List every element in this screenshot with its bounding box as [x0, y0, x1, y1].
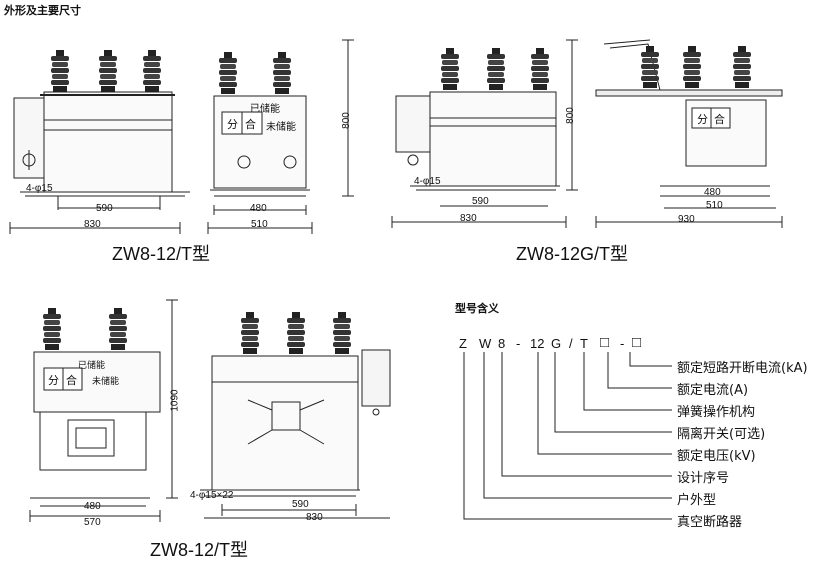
legend-item: 真空断路器: [677, 515, 743, 530]
code-z: Z: [459, 336, 467, 351]
label-top-right: ZW8-12G/T型: [516, 244, 629, 264]
drawing-bottom-front: [29, 299, 178, 522]
dim-830-a: 830: [84, 219, 101, 230]
drawing-zw8-12gt-front: [391, 39, 578, 228]
panel-close-c: 合: [66, 375, 77, 387]
dim-830-b: 830: [460, 213, 477, 224]
drawing-bottom-side: [200, 349, 391, 519]
panel-stored-c: 已储能: [78, 360, 106, 370]
drawing-zw8-12gt-side: [595, 39, 783, 228]
model-legend-lines: [463, 352, 672, 520]
drawing-zw8-12t-side: [207, 39, 354, 234]
legend-item: 弹簧操作机构: [677, 405, 756, 420]
legend-item: 设计序号: [677, 471, 730, 486]
hole-c: 4-φ15×22: [190, 490, 234, 501]
page-title: 外形及主要尺寸: [4, 4, 81, 17]
label-top-left: ZW8-12/T型: [112, 244, 211, 264]
hole-a: 4-φ15: [26, 183, 53, 194]
dim-510-b: 510: [706, 200, 723, 211]
model-title: 型号含义: [455, 302, 499, 315]
dim-590-b: 590: [472, 196, 489, 207]
label-bottom: ZW8-12/T型: [150, 540, 249, 560]
dim-930: 930: [678, 214, 695, 225]
panel-open-c: 分: [48, 375, 59, 387]
dim-590-c: 590: [292, 499, 309, 510]
code-w: W: [479, 336, 492, 351]
dim-480-b: 480: [704, 187, 721, 198]
hole-b: 4-φ15: [414, 176, 441, 187]
legend-item: 额定短路开断电流(kA): [677, 361, 808, 376]
legend-item: 额定电流(A): [677, 383, 749, 398]
dim-800-b: 800: [564, 107, 576, 124]
dim-800-a: 800: [340, 112, 352, 129]
dim-590-a: 590: [96, 203, 113, 214]
code-8: 8: [498, 336, 506, 351]
panel-open-b: 分: [697, 114, 708, 126]
panel-close-b: 合: [714, 114, 725, 126]
code-dash1: -: [516, 336, 521, 351]
code-slash: /: [569, 336, 573, 351]
panel-not-stored-c: 未储能: [92, 376, 120, 386]
dim-1090: 1090: [169, 389, 181, 412]
dim-570: 570: [84, 517, 101, 528]
panel-stored-a: 已储能: [250, 104, 280, 115]
panel-not-stored-a: 未储能: [266, 122, 296, 133]
dim-510-a: 510: [251, 219, 268, 230]
code-dash2: -: [620, 336, 625, 351]
dim-480-a: 480: [250, 203, 267, 214]
legend-item: 户外型: [677, 493, 717, 508]
legend-item: 隔离开关(可选): [677, 427, 766, 442]
dim-480-c: 480: [84, 501, 101, 512]
drawing-zw8-12t-front: [9, 91, 190, 234]
legend-item: 额定电压(kV): [677, 449, 756, 464]
dim-830-c: 830: [306, 512, 323, 523]
panel-close-a: 合: [245, 119, 256, 131]
code-box2: □: [632, 334, 642, 351]
code-box1: □: [600, 334, 610, 351]
code-g: G: [551, 336, 562, 351]
panel-open-a: 分: [227, 119, 238, 131]
code-t: T: [580, 336, 588, 351]
code-12: 12: [530, 336, 545, 351]
